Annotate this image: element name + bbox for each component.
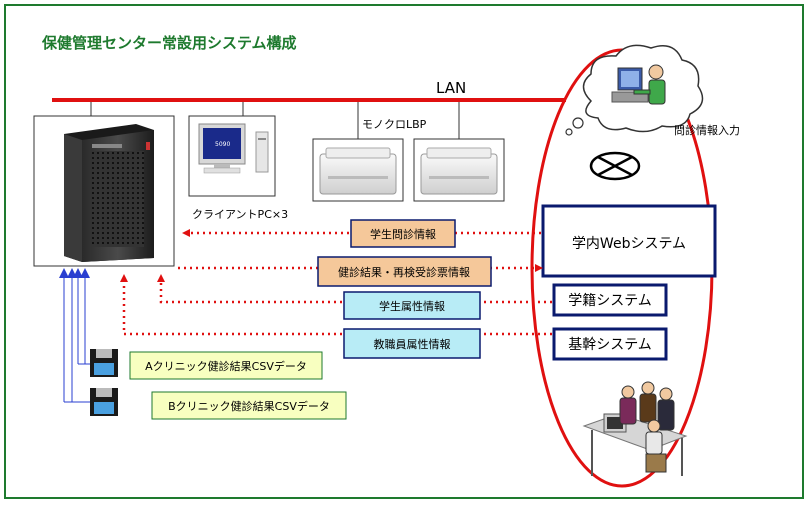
svg-text:教職員属性情報: 教職員属性情報 [374,337,451,351]
floppy-disk-icon [90,388,118,416]
flow-label-exam-results: 健診結果・再検受診票情報 [317,256,492,287]
registry-system-box: 学籍システム [552,283,668,317]
svg-text:Aクリニック健診結果CSVデータ: Aクリニック健診結果CSVデータ [145,359,307,373]
diagram-title: 保健管理センター常設用システム構成 [41,34,297,52]
printer-label: モノクロLBP [362,118,427,131]
svg-text:学生問診情報: 学生問診情報 [370,227,436,241]
floppy-disk-icon [90,349,118,377]
desktop-pc-icon: 5090 [198,123,269,174]
system-diagram: 保健管理センター常設用システム構成 LAN 5090 クライアント [33,34,740,488]
svg-text:学生属性情報: 学生属性情報 [379,299,445,313]
server-node [33,115,175,267]
svg-text:Bクリニック健診結果CSVデータ: Bクリニック健診結果CSVデータ [168,399,330,413]
client-pc-label: クライアントPC×3 [192,208,288,221]
web-system-label: 学内Webシステム [572,236,686,252]
printer-node-1 [312,138,404,202]
laser-printer-icon [319,147,397,195]
server-tower-icon [64,124,154,262]
laser-printer-icon [420,147,498,195]
core-system-label: 基幹システム [568,336,652,353]
flow-label-student-interview: 学生問診情報 [350,219,456,248]
csv-label-a: Aクリニック健診結果CSVデータ [129,351,323,380]
thought-cloud [565,44,704,136]
core-system-box: 基幹システム [552,327,668,361]
csv-upload-arrows [59,268,90,403]
flow-line-student-attr [157,274,552,304]
office-staff-illustration [582,381,688,476]
monitor-brand-text: 5090 [215,141,230,148]
blocked-circle-icon [589,151,641,181]
svg-text:健診結果・再検受診票情報: 健診結果・再検受診票情報 [338,265,470,279]
flow-line-staff-attr [120,274,552,336]
lan-label: LAN [436,79,466,97]
registry-system-label: 学籍システム [568,292,652,309]
printer-node-2 [413,138,505,202]
web-system-box: 学内Webシステム [541,204,717,278]
diagram-frame: 保健管理センター常設用システム構成 LAN 5090 クライアント [4,4,804,499]
csv-label-b: Bクリニック健診結果CSVデータ [151,391,347,420]
flow-label-student-attr: 学生属性情報 [343,291,481,320]
terminal-user-icon [611,64,666,105]
interview-input-label: 問診情報入力 [674,123,740,137]
client-pc-node: 5090 [188,115,276,197]
flow-label-staff-attr: 教職員属性情報 [343,328,481,359]
